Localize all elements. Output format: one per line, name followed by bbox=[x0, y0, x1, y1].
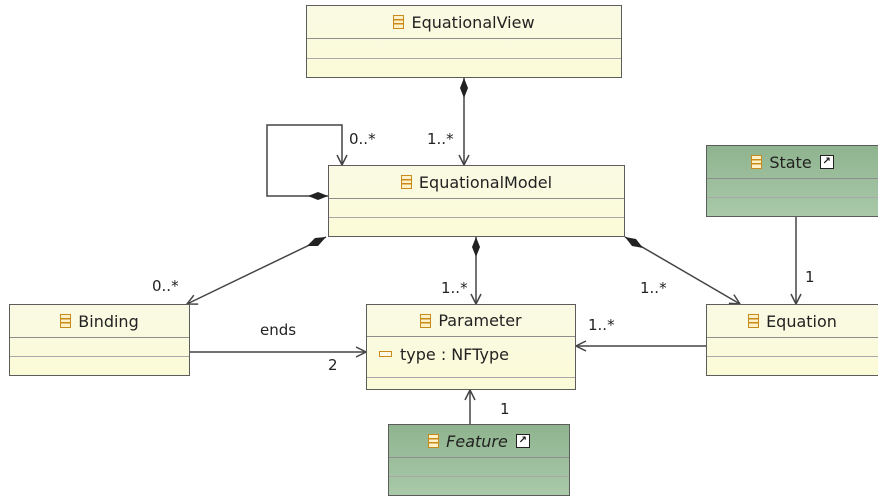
class-name: EquationalView bbox=[411, 12, 535, 32]
class-name: State bbox=[769, 152, 812, 172]
class-icon bbox=[428, 434, 440, 448]
class-state[interactable]: State ↗ bbox=[706, 145, 878, 217]
attributes-compartment bbox=[10, 338, 189, 357]
class-icon bbox=[60, 314, 72, 328]
attributes-compartment bbox=[389, 458, 569, 477]
multiplicity-label: 1..* bbox=[427, 130, 454, 148]
composition-diamond bbox=[625, 237, 643, 248]
class-equation[interactable]: Equation bbox=[706, 304, 878, 376]
operations-compartment bbox=[10, 357, 189, 375]
attributes-compartment bbox=[329, 199, 624, 218]
class-header: Feature ↗ bbox=[389, 425, 569, 458]
class-icon bbox=[751, 155, 763, 169]
attributes-compartment bbox=[707, 179, 878, 198]
class-header: Binding bbox=[10, 305, 189, 338]
attributes-compartment: type : NFType bbox=[367, 343, 575, 378]
attribute-icon bbox=[379, 351, 392, 357]
class-header: Equation bbox=[707, 305, 878, 338]
operations-compartment bbox=[707, 357, 878, 375]
class-feature[interactable]: Feature ↗ bbox=[388, 424, 570, 496]
class-header: State ↗ bbox=[707, 146, 878, 179]
class-name: Parameter bbox=[438, 311, 522, 330]
multiplicity-label: 1 bbox=[500, 400, 510, 418]
class-header: EquationalModel bbox=[329, 166, 624, 199]
attributes-compartment bbox=[707, 338, 878, 357]
operations-compartment bbox=[367, 378, 575, 395]
attribute-text: type : NFType bbox=[400, 344, 509, 364]
operations-compartment bbox=[707, 198, 878, 216]
class-icon bbox=[400, 175, 412, 189]
attribute-row[interactable]: type : NFType bbox=[367, 343, 575, 365]
class-name: EquationalModel bbox=[418, 172, 553, 192]
class-equational-model[interactable]: EquationalModel bbox=[328, 165, 625, 237]
multiplicity-label: 0..* bbox=[152, 277, 179, 295]
class-name: Equation bbox=[766, 311, 837, 331]
external-reference-icon: ↗ bbox=[819, 155, 834, 169]
class-parameter[interactable]: Parameter type : NFType bbox=[366, 304, 576, 390]
multiplicity-label: 2 bbox=[328, 356, 338, 374]
composition-diamond bbox=[308, 192, 328, 200]
multiplicity-label: 0..* bbox=[349, 130, 376, 148]
class-header: EquationalView bbox=[307, 6, 621, 39]
class-header: Parameter bbox=[367, 305, 575, 337]
external-reference-icon: ↗ bbox=[515, 434, 530, 448]
multiplicity-label: 1..* bbox=[640, 279, 667, 297]
multiplicity-label: 1 bbox=[805, 268, 815, 286]
composition-diamond bbox=[472, 237, 480, 257]
class-icon bbox=[393, 15, 405, 29]
composition-diamond bbox=[307, 237, 326, 246]
operations-compartment bbox=[329, 218, 624, 236]
class-equational-view[interactable]: EquationalView bbox=[306, 5, 622, 78]
operations-compartment bbox=[307, 59, 621, 77]
composition-diamond bbox=[460, 78, 468, 98]
class-icon bbox=[748, 314, 760, 328]
role-label: ends bbox=[260, 321, 297, 339]
class-icon bbox=[420, 313, 432, 328]
class-name: Binding bbox=[78, 311, 139, 331]
multiplicity-label: 1..* bbox=[441, 279, 468, 297]
edge-model-binding bbox=[187, 236, 327, 304]
class-name: Feature bbox=[446, 431, 508, 451]
attributes-compartment bbox=[307, 39, 621, 59]
operations-compartment bbox=[389, 477, 569, 495]
class-binding[interactable]: Binding bbox=[9, 304, 190, 376]
multiplicity-label: 1..* bbox=[588, 316, 615, 334]
